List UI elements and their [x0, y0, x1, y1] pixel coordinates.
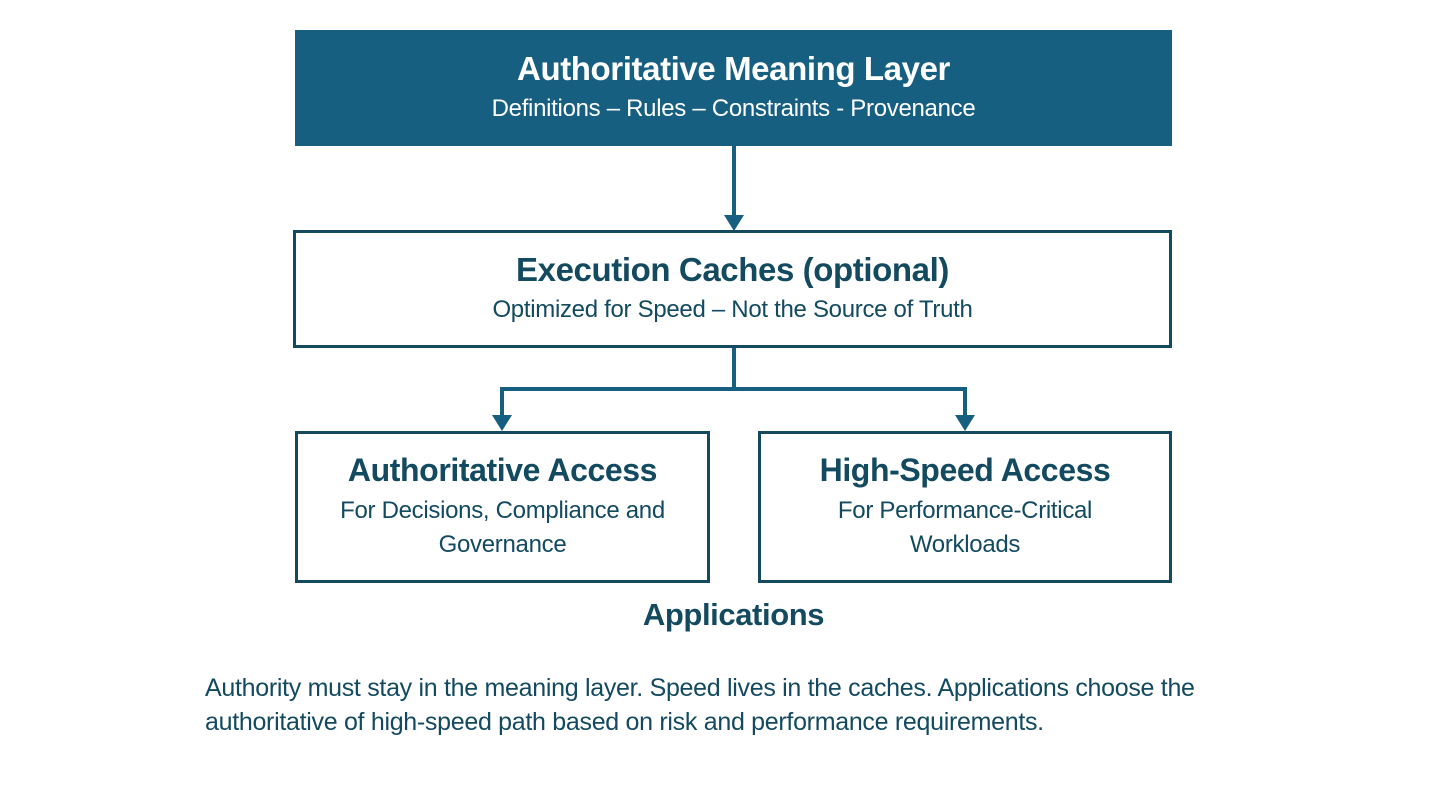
- high-speed-access-box: High-Speed Access For Performance-Critic…: [758, 431, 1172, 583]
- authoritative-access-box: Authoritative Access For Decisions, Comp…: [295, 431, 710, 583]
- meaning-layer-box: Authoritative Meaning Layer Definitions …: [295, 30, 1172, 146]
- meaning-layer-title: Authoritative Meaning Layer: [517, 49, 950, 87]
- execution-caches-subtitle: Optimized for Speed – Not the Source of …: [492, 296, 973, 324]
- branch-connector-caches-to-access: [492, 347, 975, 431]
- caption-paragraph: Authority must stay in the meaning layer…: [205, 674, 1195, 736]
- arrow-meaning-to-caches: [724, 146, 744, 231]
- authoritative-access-subtitle: For Decisions, Compliance and Governance: [340, 496, 665, 558]
- high-speed-access-title: High-Speed Access: [819, 452, 1111, 489]
- execution-caches-box: Execution Caches (optional) Optimized fo…: [293, 230, 1172, 348]
- applications-label: Applications: [642, 597, 825, 632]
- authoritative-access-title: Authoritative Access: [347, 452, 658, 489]
- meaning-layer-subtitle: Definitions – Rules – Constraints - Prov…: [491, 95, 976, 123]
- execution-caches-title: Execution Caches (optional): [516, 250, 949, 288]
- high-speed-access-subtitle: For Performance-Critical Workloads: [837, 496, 1093, 558]
